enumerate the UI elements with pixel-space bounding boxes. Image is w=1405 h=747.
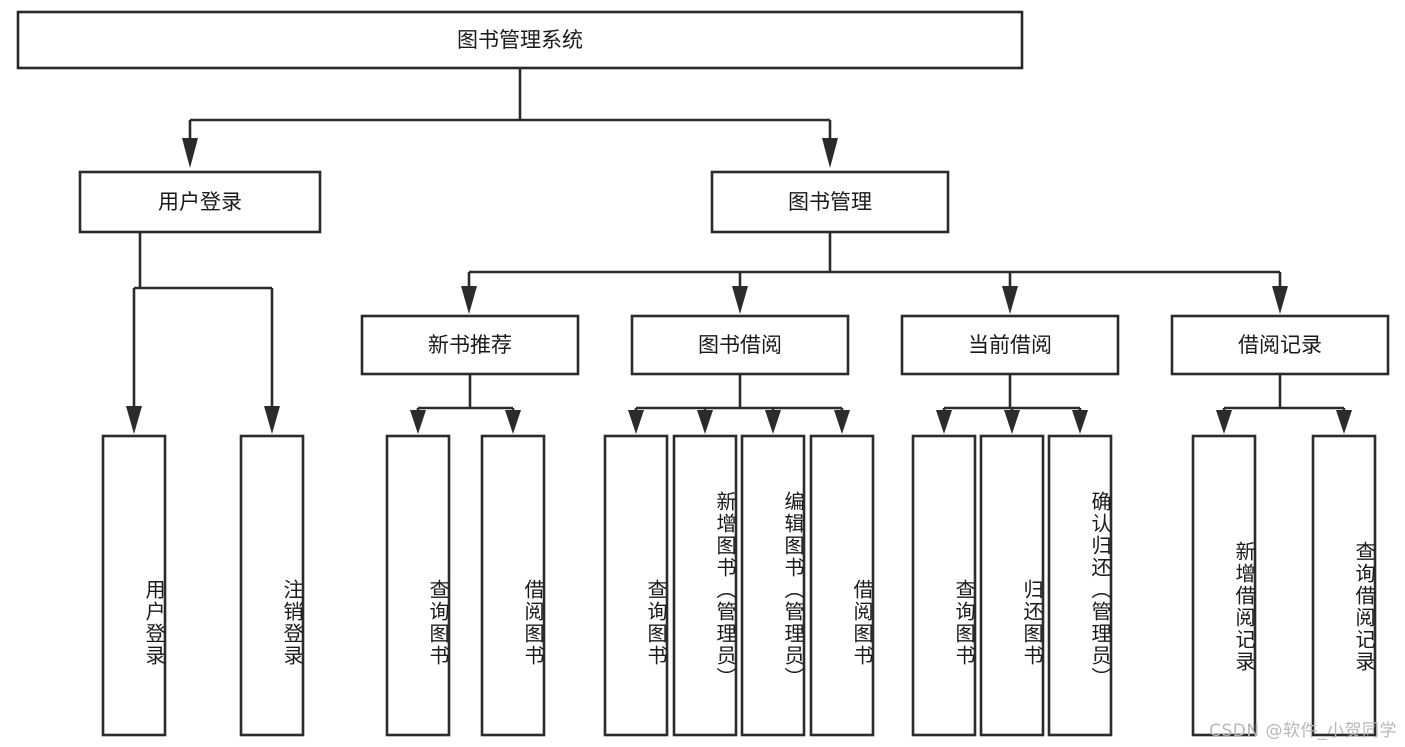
node-new-book-recommend[interactable]: 新书推荐 [360,314,580,376]
arrow-head-icon [1216,410,1232,434]
arrow-head-icon [834,410,850,434]
node-box [360,314,580,376]
leaf-boxes-user-login [101,434,305,737]
leaf-box-query-book[interactable] [603,434,669,737]
connector-book-borrow-to-leaves [628,374,850,434]
node-user-login[interactable]: 用户登录 [78,170,322,234]
arrow-head-icon [505,410,521,434]
node-label: 图书借阅 [698,333,782,357]
arrow-head-icon [1336,410,1352,434]
node-label: 用户登录 [158,190,242,214]
arrow-head-icon [697,410,713,434]
node-label: 借阅记录 [1238,333,1322,357]
leaf-box-borrow-book[interactable] [480,434,546,737]
node-current-borrow[interactable]: 当前借阅 [900,314,1120,376]
connector-user-login-to-leaves [126,232,280,434]
leaf-box-logout[interactable] [239,434,305,737]
arrow-head-icon [461,286,477,314]
leaf-boxes-book-borrow [603,434,875,737]
leaf-boxes-current-borrow [911,434,1113,737]
connector-root-to-level2 [182,68,838,168]
leaf-box-query-record[interactable] [1311,434,1377,737]
leaf-boxes-borrow-record [1191,434,1377,737]
arrow-head-icon [410,410,426,434]
arrow-head-icon [936,410,952,434]
node-borrow-record[interactable]: 借阅记录 [1170,314,1390,376]
node-box [78,170,322,234]
arrow-head-icon [822,138,838,168]
node-box [710,170,950,234]
node-label: 新书推荐 [428,333,512,357]
connector-borrow-record-to-leaves [1216,374,1352,434]
leaf-box-add-record[interactable] [1191,434,1257,737]
node-box [630,314,850,376]
arrow-head-icon [1072,410,1088,434]
leaf-box-edit-book-admin[interactable] [740,434,806,737]
node-book-management[interactable]: 图书管理 [710,170,950,234]
connector-current-borrow-to-leaves [936,374,1088,434]
arrow-head-icon [765,410,781,434]
node-label: 图书管理系统 [457,28,583,52]
node-box [16,10,1024,70]
arrow-head-icon [264,406,280,434]
arrow-head-icon [628,410,644,434]
leaf-box-borrow-book[interactable] [809,434,875,737]
watermark-text: CSDN @软件_小贺同学 [1209,721,1397,741]
node-box [900,314,1120,376]
leaf-box-query-book[interactable] [385,434,451,737]
node-label: 图书管理 [788,190,872,214]
leaf-boxes-new-book-recommend [385,434,546,737]
arrow-head-icon [1002,286,1018,314]
connector-new-book-to-leaves [410,374,521,434]
connector-book-mgmt-to-level3 [461,232,1288,314]
node-book-borrow[interactable]: 图书借阅 [630,314,850,376]
arrow-head-icon [1272,286,1288,314]
leaf-box-query-book[interactable] [911,434,977,737]
node-root-system[interactable]: 图书管理系统 [16,10,1024,70]
leaf-box-return-book[interactable] [979,434,1045,737]
node-label: 当前借阅 [968,333,1052,357]
leaf-box-user-login[interactable] [101,434,167,737]
leaf-box-confirm-return-admin[interactable] [1047,434,1113,737]
leaf-box-add-book-admin[interactable] [672,434,738,737]
arrow-head-icon [732,286,748,314]
arrow-head-icon [182,138,198,168]
arrow-head-icon [126,406,142,434]
arrow-head-icon [1004,410,1020,434]
node-box [1170,314,1390,376]
